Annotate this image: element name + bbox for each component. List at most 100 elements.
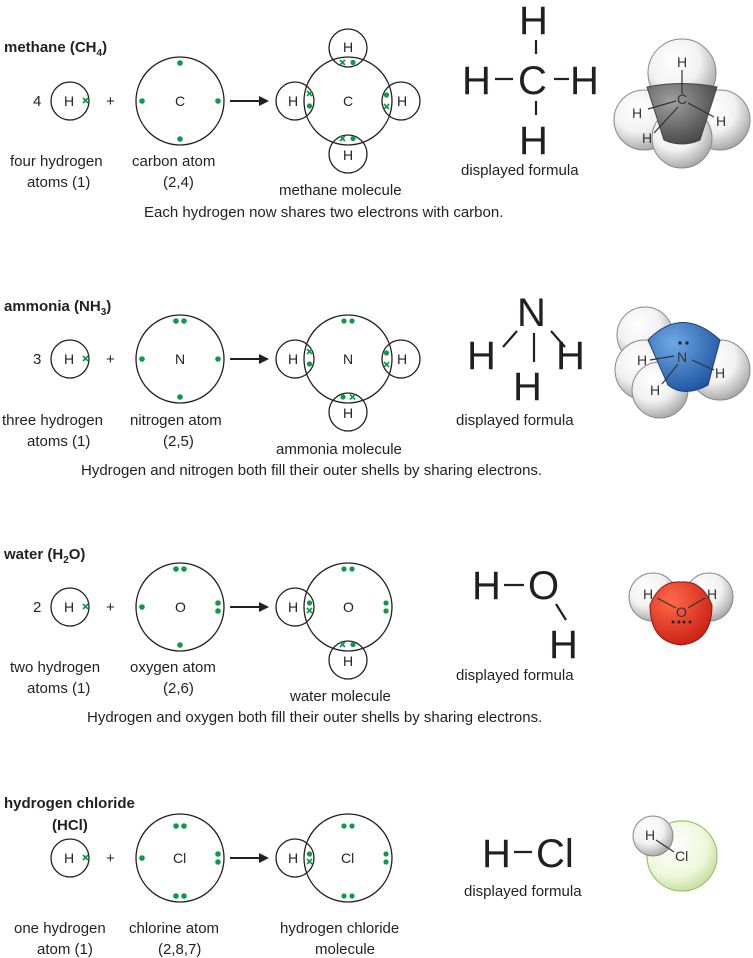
displayed-formula-label: displayed formula bbox=[456, 412, 574, 429]
displayed-formula-label: displayed formula bbox=[456, 667, 574, 684]
ammonia-section: ammonia (NH3) 3 H + N N H H H bbox=[2, 291, 751, 479]
methane-section: methane (CH4) 4 H + C C H H H H bbox=[4, 0, 751, 221]
methane-space-filling-model: H C H H H bbox=[613, 38, 751, 169]
chlorine-symbol: Cl bbox=[341, 850, 354, 866]
reactant-hydrogen-label: two hydrogen bbox=[10, 659, 100, 676]
formula-atom-h: H bbox=[519, 119, 548, 163]
hcl-displayed-formula: H Cl bbox=[482, 832, 574, 876]
formula-atom-cl: Cl bbox=[536, 832, 574, 876]
reactant-carbon-config: (2,4) bbox=[163, 174, 194, 191]
model-h: H bbox=[643, 586, 653, 602]
formula-atom-h: H bbox=[513, 365, 542, 409]
carbon-atom: C bbox=[135, 56, 225, 146]
water-title: water (H2O) bbox=[3, 546, 85, 566]
hydrogen-symbol: H bbox=[343, 653, 353, 669]
hydrogen-symbol: H bbox=[288, 93, 298, 109]
formula-atom-n: N bbox=[517, 291, 546, 335]
hydrogen-symbol: H bbox=[343, 147, 353, 163]
plus-sign: + bbox=[106, 351, 115, 368]
formula-atom-h: H bbox=[570, 59, 599, 103]
oxygen-symbol: O bbox=[175, 599, 186, 615]
ammonia-h-count: 3 bbox=[33, 351, 41, 368]
hydrogen-atom: H bbox=[50, 587, 90, 627]
hcl-title-line2: (HCl) bbox=[52, 817, 88, 834]
reactant-nitrogen-label: nitrogen atom bbox=[130, 412, 222, 429]
hydrogen-atom: H bbox=[50, 838, 90, 878]
methane-caption: Each hydrogen now shares two electrons w… bbox=[144, 204, 503, 221]
oxygen-symbol: O bbox=[343, 599, 354, 615]
model-h: H bbox=[645, 827, 655, 843]
hydrogen-symbol: H bbox=[343, 39, 353, 55]
hydrogen-symbol: H bbox=[288, 850, 298, 866]
hydrogen-symbol: H bbox=[288, 599, 298, 615]
ammonia-caption: Hydrogen and nitrogen both fill their ou… bbox=[81, 462, 542, 479]
model-h: H bbox=[716, 113, 726, 129]
product-label-line1: hydrogen chloride bbox=[280, 920, 399, 937]
model-h: H bbox=[637, 352, 647, 368]
plus-sign: + bbox=[106, 93, 115, 110]
formula-atom-h: H bbox=[472, 564, 501, 608]
nitrogen-symbol: N bbox=[175, 351, 185, 367]
water-space-filling-model: O H H bbox=[628, 572, 734, 646]
ammonia-title: ammonia (NH3) bbox=[4, 298, 111, 318]
product-label: ammonia molecule bbox=[276, 441, 402, 458]
hydrogen-electron-cross bbox=[82, 97, 89, 104]
reactant-hydrogen-config: atoms (1) bbox=[27, 174, 90, 191]
hcl-space-filling-model: H Cl bbox=[632, 815, 718, 892]
hcl-molecule-dot-cross: Cl H bbox=[275, 813, 393, 903]
model-h: H bbox=[677, 54, 687, 70]
hydrogen-symbol: H bbox=[64, 599, 74, 615]
water-displayed-formula: H O H bbox=[472, 564, 578, 667]
methane-title: methane (CH4) bbox=[4, 39, 107, 59]
hydrogen-symbol: H bbox=[343, 405, 353, 421]
model-n: N bbox=[677, 349, 687, 365]
reactant-carbon-label: carbon atom bbox=[132, 153, 215, 170]
electron-dot bbox=[177, 60, 183, 66]
reactant-hydrogen-label: four hydrogen bbox=[10, 153, 103, 170]
hydrogen-atom: H bbox=[50, 339, 90, 379]
reactant-hydrogen-label: one hydrogen bbox=[14, 920, 106, 937]
model-cl: Cl bbox=[675, 848, 688, 864]
reactant-hydrogen-config: atoms (1) bbox=[27, 433, 90, 450]
model-h: H bbox=[715, 365, 725, 381]
nitrogen-atom: N bbox=[135, 314, 225, 404]
methane-molecule-dot-cross: C H H H H bbox=[275, 28, 421, 174]
electron-dot bbox=[139, 98, 145, 104]
oxygen-atom: O bbox=[135, 562, 225, 652]
model-h: H bbox=[642, 130, 652, 146]
model-h: H bbox=[707, 586, 717, 602]
model-h: H bbox=[650, 382, 660, 398]
electron-dot bbox=[177, 136, 183, 142]
chlorine-symbol: Cl bbox=[173, 850, 186, 866]
reactant-hydrogen-config: atoms (1) bbox=[27, 680, 90, 697]
model-c: C bbox=[677, 91, 687, 107]
reactant-chlorine-config: (2,8,7) bbox=[158, 941, 201, 958]
plus-sign: + bbox=[106, 599, 115, 616]
reactant-oxygen-label: oxygen atom bbox=[130, 659, 216, 676]
reactant-chlorine-label: chlorine atom bbox=[129, 920, 219, 937]
product-label: methane molecule bbox=[279, 182, 402, 199]
formula-atom-h: H bbox=[482, 832, 511, 876]
reactant-hydrogen-label: three hydrogen bbox=[2, 412, 103, 429]
model-h: H bbox=[632, 105, 642, 121]
reactant-oxygen-config: (2,6) bbox=[163, 680, 194, 697]
product-label: water molecule bbox=[289, 688, 391, 705]
formula-atom-c: C bbox=[518, 59, 547, 103]
hydrogen-atom: H bbox=[50, 81, 90, 121]
displayed-formula-label: displayed formula bbox=[464, 883, 582, 900]
formula-atom-h: H bbox=[549, 623, 578, 667]
hydrogen-symbol: H bbox=[397, 351, 407, 367]
water-molecule-dot-cross: O H H bbox=[275, 562, 393, 680]
hydrogen-symbol: H bbox=[288, 351, 298, 367]
hydrogen-symbol: H bbox=[397, 93, 407, 109]
hcl-section: hydrogen chloride (HCl) H + Cl Cl H bbox=[4, 795, 718, 958]
nitrogen-symbol: N bbox=[343, 351, 353, 367]
carbon-symbol: C bbox=[175, 93, 185, 109]
water-section: water (H2O) 2 H + O O H H bbox=[3, 546, 734, 726]
methane-displayed-formula: H H H H C bbox=[462, 0, 599, 163]
product-label-line2: molecule bbox=[315, 941, 375, 958]
ammonia-molecule-dot-cross: N H H H bbox=[275, 314, 421, 432]
hydrogen-symbol: H bbox=[64, 93, 74, 109]
electron-dot bbox=[215, 98, 221, 104]
